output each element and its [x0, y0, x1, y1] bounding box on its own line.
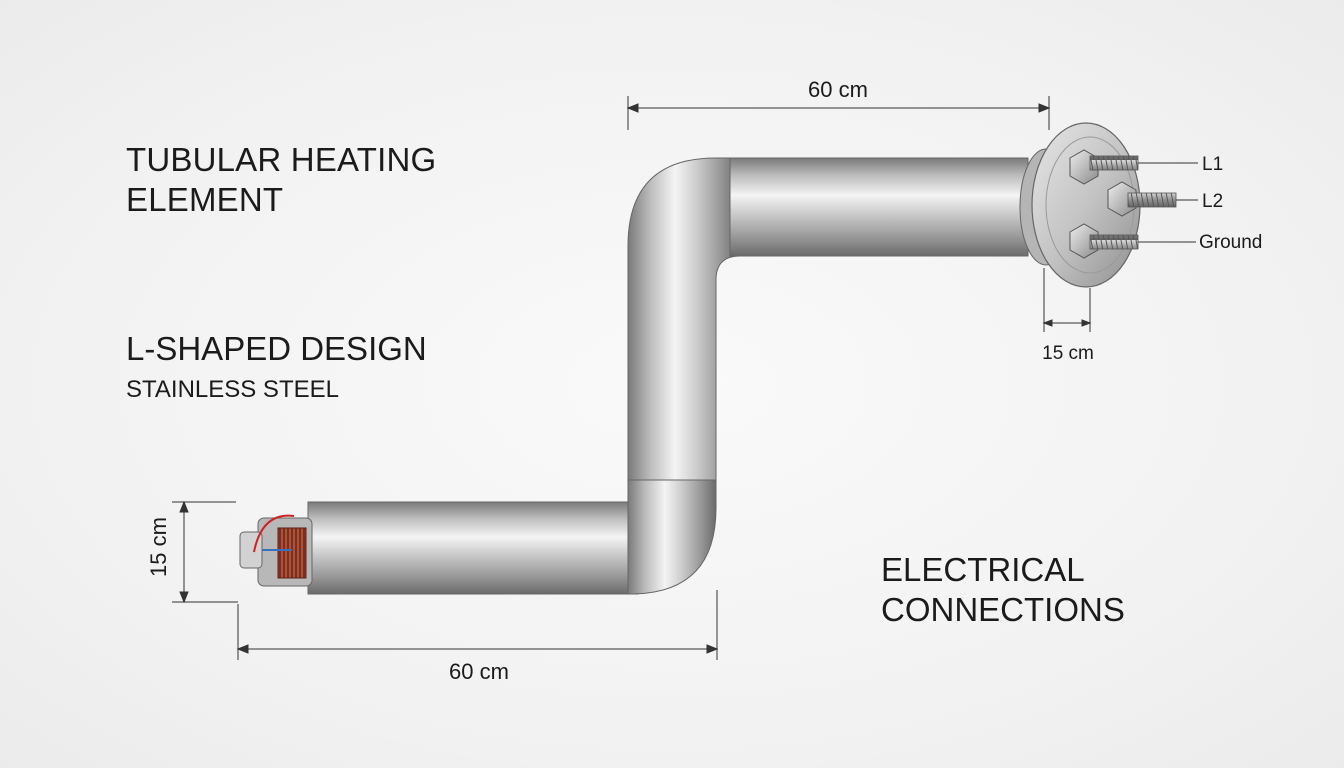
dimension-end-label: 15 cm [146, 517, 171, 577]
red-wire [253, 514, 295, 553]
terminal-leaders [1138, 162, 1198, 243]
terminal-label-ground: Ground [1199, 232, 1262, 253]
diagram-title: TUBULAR HEATING ELEMENT [126, 140, 436, 220]
dimension-flange-label: 15 cm [1042, 343, 1094, 364]
vertical-tube [627, 157, 741, 481]
dimension-bottom-label: 60 cm [449, 659, 509, 684]
electrical-line-2: CONNECTIONS [881, 591, 1125, 628]
design-label: L-SHAPED DESIGN [126, 330, 427, 367]
terminal-label-l2: L2 [1202, 191, 1223, 212]
terminal-ground [1069, 223, 1139, 259]
dimension-end-height [172, 500, 238, 604]
left-terminal-end [239, 514, 313, 587]
nut-icon [1069, 223, 1099, 259]
terminal-l2 [1107, 181, 1177, 217]
top-tube [729, 157, 1029, 257]
dimension-bottom-length [236, 590, 719, 660]
dimension-top-label: 60 cm [808, 77, 868, 102]
material-label: STAINLESS STEEL [126, 376, 339, 403]
dimension-flange-depth [1042, 268, 1092, 332]
electrical-line-1: ELECTRICAL [881, 551, 1085, 588]
dimension-top-length [626, 96, 1051, 130]
nut-icon [1107, 181, 1137, 217]
electrical-connections-label: ELECTRICAL CONNECTIONS [881, 550, 1125, 630]
terminal-label-l1: L1 [1202, 154, 1223, 175]
bottom-tube [307, 501, 639, 595]
heating-coil [277, 527, 307, 579]
title-line-2: ELEMENT [126, 181, 284, 218]
title-line-1: TUBULAR HEATING [126, 141, 437, 178]
terminal-l1 [1069, 149, 1139, 185]
